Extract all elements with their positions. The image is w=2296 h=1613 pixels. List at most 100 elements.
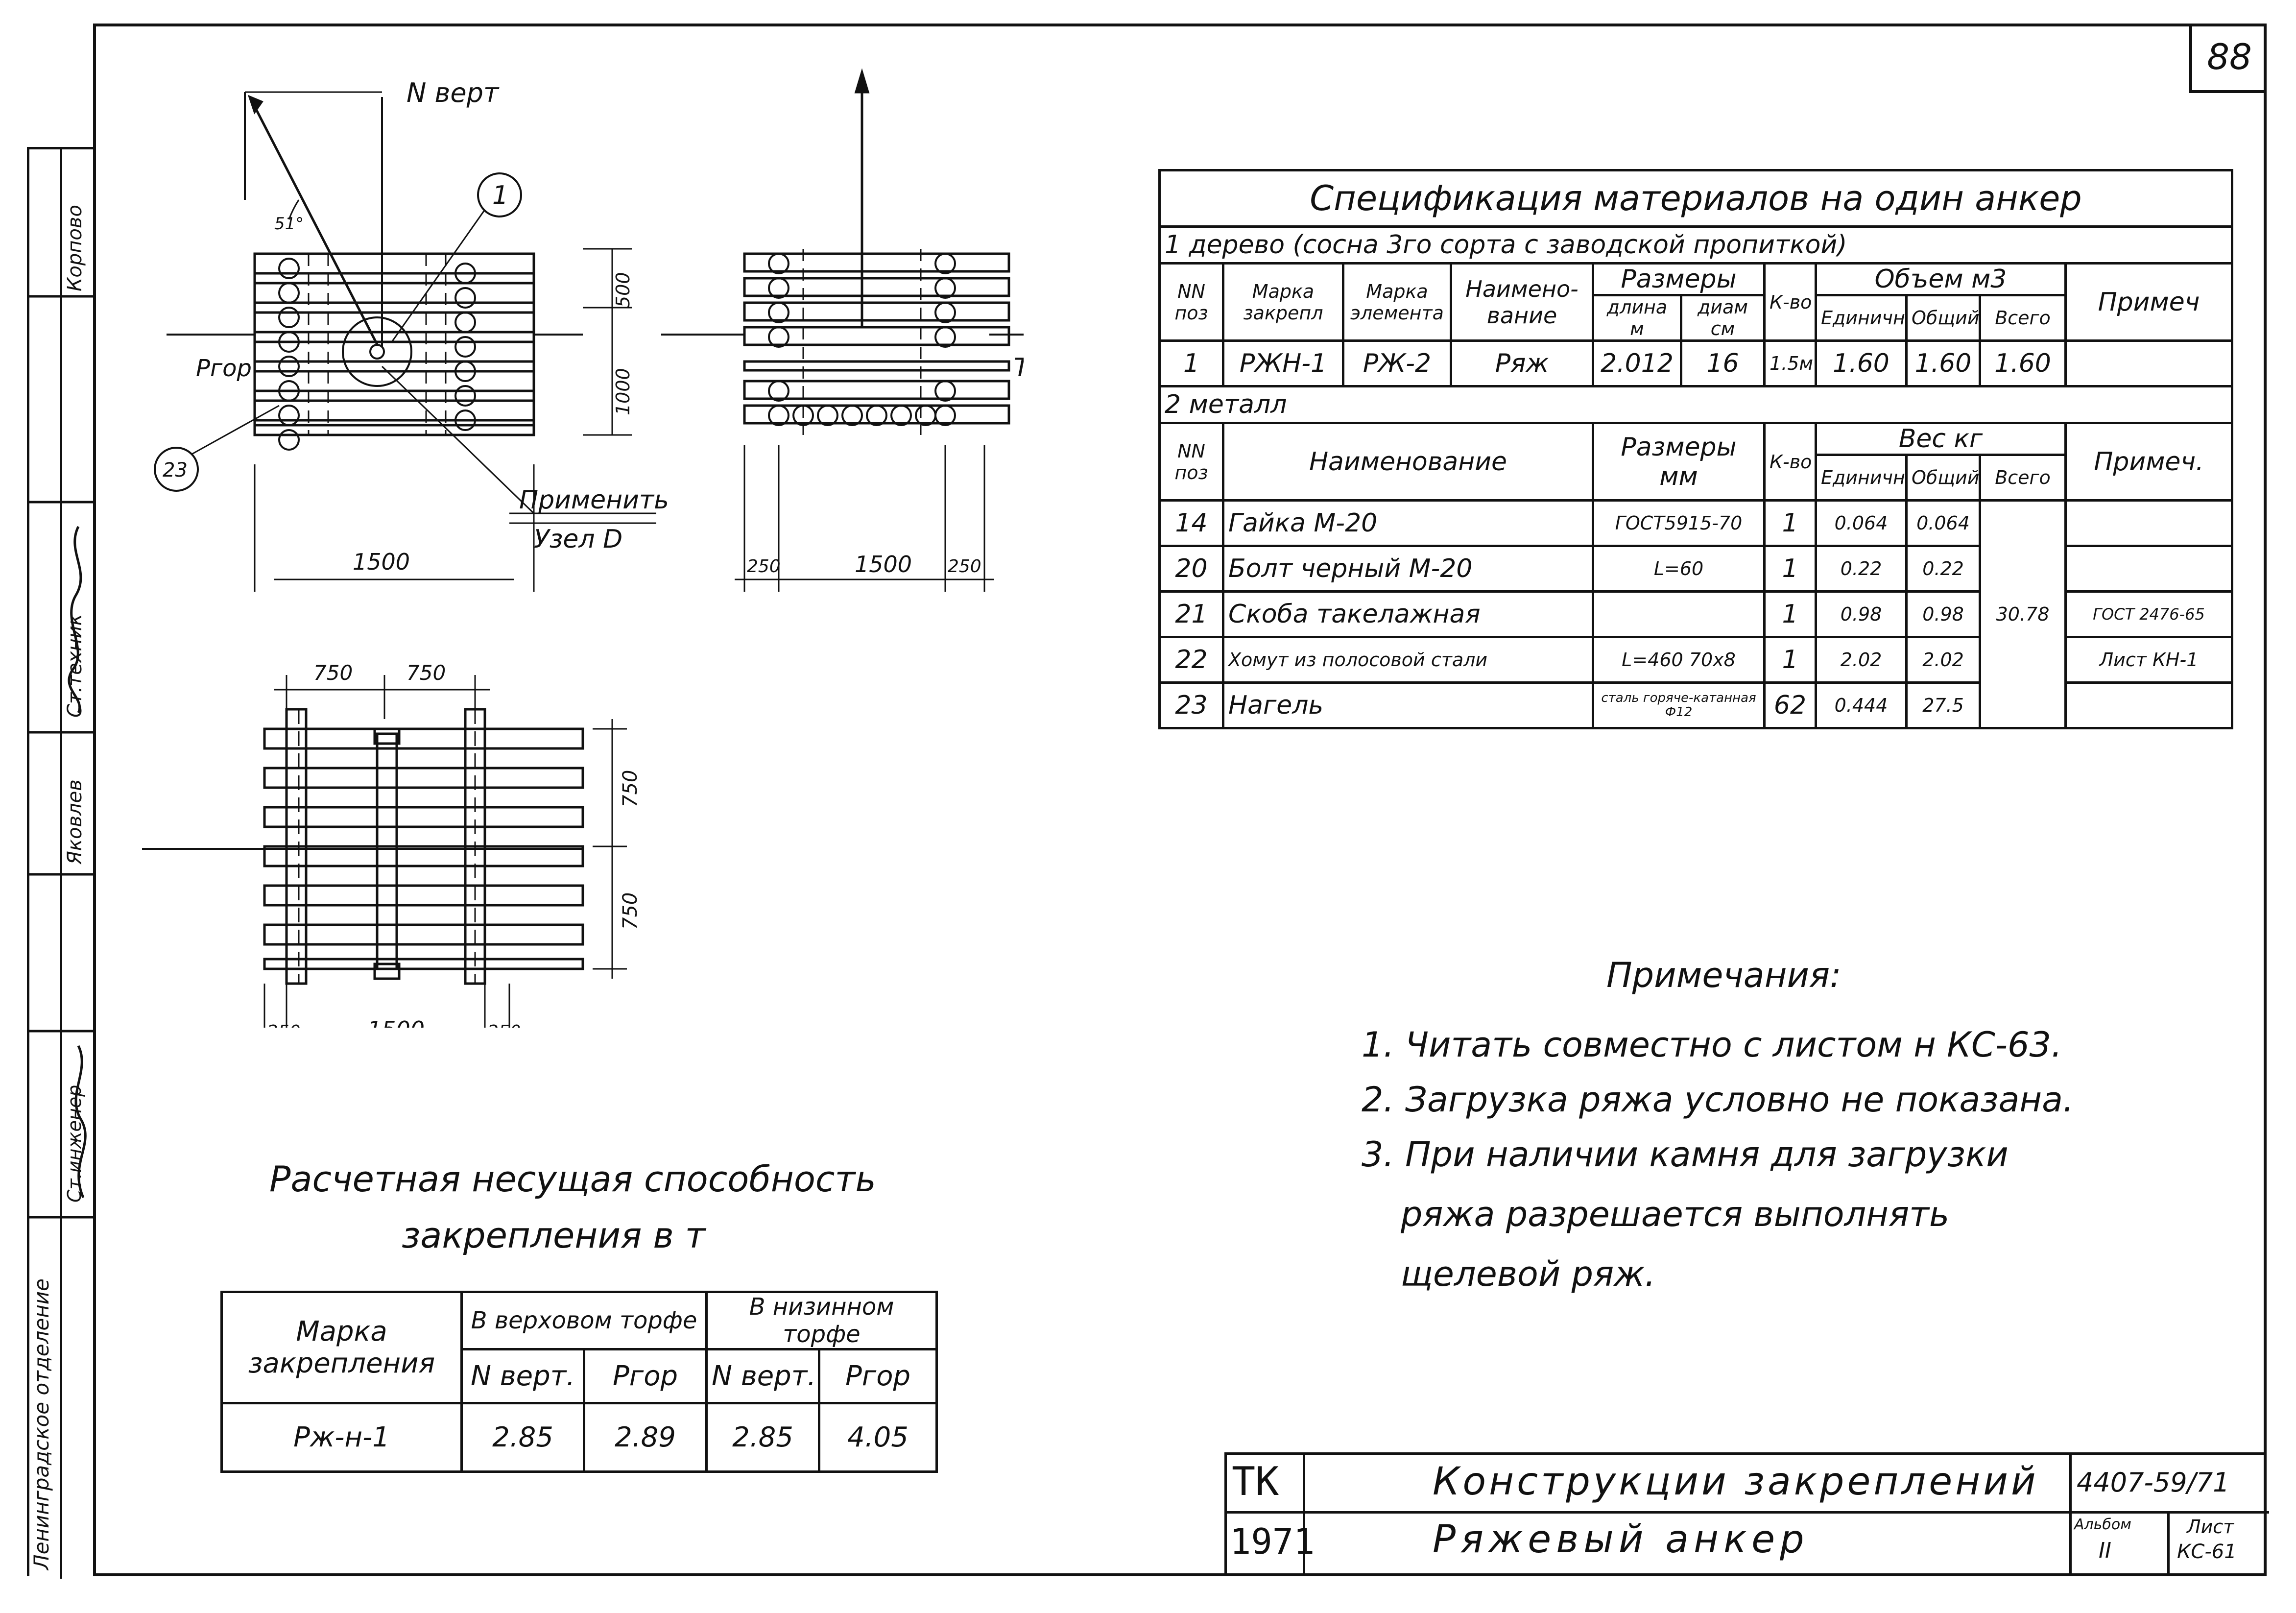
title-row-divider [1305,1511,2269,1514]
dim-250-side-a: 250 [747,556,781,577]
cell: L=60 [1592,545,1766,593]
cap-hdr-rgor-2: Pгор [817,1348,938,1404]
metal-row: 14 Гайка М-20 ГОСТ5915-70 1 0.064 0.064 … [1158,499,2233,729]
cap-hdr-nvert-1: N верт. [460,1348,585,1404]
mhdr-edin: Единичн [1815,454,1908,502]
notes: Примечания: 1. Читать совместно с листом… [1362,955,2096,1294]
label-angle: 51° [274,214,304,234]
cell [2064,681,2233,729]
cell: 1 [1763,545,1817,593]
hdr-marka-el: Марка элемента [1342,262,1452,342]
capacity-table: Марка закрепления В верховом торфе В низ… [220,1291,938,1473]
cap-hdr-niz: В низинном торфе [705,1291,938,1350]
mhdr-naim: Наименование [1222,422,1594,502]
mhdr-kvo: К-во [1763,422,1817,502]
sheet-value: КС-61 [2177,1541,2237,1563]
hdr-diam: диам см [1680,294,1766,342]
cap-hdr-nvert-2: N верт. [705,1348,820,1404]
mhdr-prim: Примеч. [2064,422,2233,502]
dim-750-plan-c: 750 [619,770,642,807]
capacity-table-wrap: Марка закрепления В верховом торфе В низ… [220,1291,938,1473]
hdr-nn-poz: NN поз [1158,262,1224,342]
hdr-obem: Объем м3 [1815,262,2067,296]
title-year: 1971 [1230,1521,1315,1562]
metal-row: 21 Скоба такелажная 1 0.98 0.98 ГОСТ 247… [1158,590,2233,638]
cell: 0.444 [1815,681,1908,729]
callout-23: 23 [163,459,188,481]
cell: 1.60 [1815,339,1908,387]
cell: 1 [1763,499,1817,547]
cell: Рж-н-1 [220,1402,463,1473]
dim-750-plan-d: 750 [619,892,642,930]
side-view [661,68,1024,592]
side-stamp-text [29,149,96,1579]
page-number: 88 [2207,36,2252,77]
album-label: Альбом [2074,1516,2131,1533]
plan-view [142,675,627,1028]
label-r-gor: Pгор [196,355,252,382]
mhdr-ves: Вес кг [1815,422,2067,456]
dim-250-side-b: 250 [948,556,981,577]
cell: РЖ-2 [1342,339,1452,387]
title-code: 4407-59/71 [2077,1467,2230,1498]
signature-2 [74,1045,87,1198]
album-value: II [2099,1538,2111,1563]
note-1: 1. Читать совместно с листом н КС-63. [1362,1025,2062,1065]
cell: 2.02 [1815,636,1908,684]
cell: Ряж [1450,339,1594,387]
wood-row: 1 РЖН-1 РЖ-2 Ряж 2.012 16 1.5м 1.60 1.60… [1158,339,2233,387]
cell: 62 [1763,681,1817,729]
cell: РЖН-1 [1222,339,1344,387]
hdr-vsego: Всего [1979,294,2067,342]
hdr-prim: Примеч [2064,262,2233,342]
drawing-frame [93,24,2267,1576]
stamp-label-yakovlev: Яковлев [64,779,86,865]
callout-1: 1 [492,181,508,210]
title-code-divider [2069,1455,2072,1576]
metal-row: 22 Хомут из полосовой стали L=460 70x8 1… [1158,636,2233,684]
spec-table: Спецификация материалов на один анкер 1 … [1158,169,2233,729]
cell: ГОСТ 2476-65 [2064,590,2233,638]
anchor-drawings: N верт 51° 1 23 Pгор Применить Узел D То… [142,68,1024,1028]
cell: 2.012 [1592,339,1682,387]
cell [2064,499,2233,547]
hdr-kvo: К-во [1763,262,1817,342]
cell: 20 [1158,545,1224,593]
cell: 2.02 [1905,636,1981,684]
cell: сталь горяче-катанная Ф12 [1592,681,1766,729]
mhdr-nn: NN поз [1158,422,1224,502]
cell: Хомут из полосовой стали [1222,636,1594,684]
capacity-title-2: закрепления в т [402,1215,706,1256]
title-line-2: Ряжевый анкер [1433,1517,1809,1562]
note-3-cont-2: щелевой ряж. [1401,1254,1656,1294]
cell: Гайка М-20 [1222,499,1594,547]
note-3-cont-1: ряжа разрешается выполнять [1401,1194,1950,1234]
cell: 0.98 [1815,590,1908,638]
hdr-obsh: Общий [1905,294,1981,342]
front-view [154,91,656,592]
cell [1592,590,1766,638]
metal-row: 20 Болт черный М-20 L=60 1 0.22 0.22 [1158,545,2233,593]
title-block: ТК 1971 Конструкции закреплений Ряжевый … [1224,1452,2269,1576]
spec-title: Спецификация материалов на один анкер [1158,169,2233,228]
cell: 1.60 [1905,339,1981,387]
dim-250-plan-a: 250 [267,1022,301,1028]
metal-row: 23 Нагель сталь горяче-катанная Ф12 62 0… [1158,681,2233,729]
cell: 0.22 [1905,545,1981,593]
note-3: 3. При наличии камня для загрузки [1362,1134,2009,1175]
cell: 0.064 [1905,499,1981,547]
label-n-vert: N верт [407,77,500,108]
signature-1 [68,526,82,714]
hdr-naim: Наимено-вание [1450,262,1594,342]
cell: 2.85 [705,1402,820,1473]
cell: 23 [1158,681,1224,729]
dim-250-plan-b: 250 [487,1022,521,1028]
label-torf: Торф [1014,353,1024,383]
cell: 16 [1680,339,1766,387]
label-uzel: Узел D [534,525,622,554]
page-number-box: 88 [2189,24,2267,93]
title-org-cell: ТК 1971 [1227,1455,1315,1576]
title-divider [1227,1511,1303,1514]
capacity-row: Рж-н-1 2.85 2.89 2.85 4.05 [220,1402,938,1473]
dim-1500-front: 1500 [353,549,410,575]
